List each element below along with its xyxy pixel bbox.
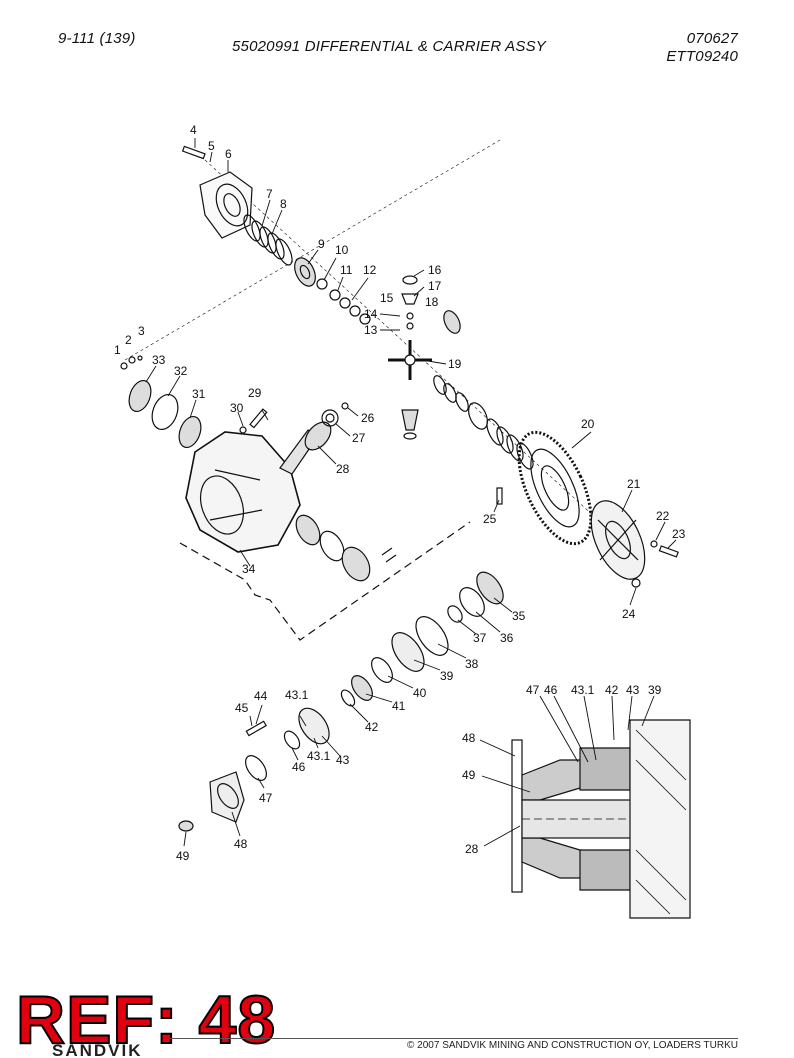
callout-26: 26 (361, 411, 375, 425)
callout-7: 7 (266, 187, 273, 201)
carrier-housing-34 (185, 431, 301, 553)
section-callout-49: 49 (462, 768, 476, 782)
callout-41: 41 (392, 699, 406, 713)
page-title: 55020991 DIFFERENTIAL & CARRIER ASSY (232, 38, 546, 55)
spider-19 (388, 340, 432, 380)
side-gear-right (443, 310, 461, 334)
callout-3: 3 (138, 324, 145, 338)
pinion-center-line (124, 139, 501, 361)
callout-27: 27 (352, 431, 366, 445)
section-callout-28: 28 (465, 842, 479, 856)
shim-stack-7-8 (243, 214, 293, 266)
callout-43-1-lower: 43.1 (307, 749, 331, 763)
callout-13: 13 (364, 323, 378, 337)
bolts-29-30 (239, 408, 268, 434)
callout-16: 16 (428, 263, 442, 277)
callout-30: 30 (230, 401, 244, 415)
callout-20: 20 (581, 417, 595, 431)
callout-40: 40 (413, 686, 427, 700)
callout-43: 43 (336, 753, 350, 767)
section-callout-labels: 47 46 43.1 42 43 39 48 49 28 (462, 683, 662, 856)
bearings-31-33 (120, 355, 202, 449)
callout-33: 33 (152, 353, 166, 367)
side-pinion-lower (401, 409, 419, 440)
callout-42: 42 (365, 720, 379, 734)
section-callout-39: 39 (648, 683, 662, 697)
callout-39: 39 (440, 669, 454, 683)
section-callout-43-1: 43.1 (571, 683, 595, 697)
callout-37: 37 (473, 631, 487, 645)
callout-10: 10 (335, 243, 349, 257)
callout-35: 35 (512, 609, 526, 623)
callout-17: 17 (428, 279, 442, 293)
side-pinion-16-18 (401, 275, 419, 330)
leader-lines (145, 138, 677, 847)
callout-25: 25 (483, 512, 497, 526)
callout-5: 5 (208, 139, 215, 153)
bearing-27 (321, 402, 349, 427)
callout-9: 9 (318, 237, 325, 251)
callout-34: 34 (242, 562, 256, 576)
callout-22: 22 (656, 509, 670, 523)
callout-44: 44 (254, 689, 268, 703)
copyright-notice: © 2007 SANDVIK MINING AND CONSTRUCTION O… (407, 1040, 738, 1051)
callout-2: 2 (125, 333, 132, 347)
callout-29: 29 (248, 386, 262, 400)
bolts-22-25 (496, 487, 679, 588)
axle-center-line (204, 159, 621, 541)
thrust-washer-set (433, 375, 534, 470)
brand-logo-fragment: SANDVIK (52, 1042, 143, 1056)
section-callout-42: 42 (605, 683, 619, 697)
document-code-top: 070627 (686, 30, 738, 47)
callout-32: 32 (174, 364, 188, 378)
callout-45: 45 (235, 701, 249, 715)
callout-12: 12 (363, 263, 377, 277)
document-code-bottom: ETT09240 (666, 48, 738, 65)
callout-38: 38 (465, 657, 479, 671)
footer-divider (170, 1038, 738, 1039)
callout-24: 24 (622, 607, 636, 621)
bearing-cap-6 (199, 171, 253, 239)
callout-49: 49 (176, 849, 190, 863)
callout-48: 48 (234, 837, 248, 851)
reference-stamp: REF: 48 (15, 982, 277, 1058)
callout-43-1-upper: 43.1 (285, 688, 309, 702)
page-number: 9-111 (139) (58, 30, 136, 47)
pinion-bearing-stack (295, 514, 397, 582)
callout-6: 6 (225, 147, 232, 161)
callout-1: 1 (114, 343, 121, 357)
section-callout-46: 46 (544, 683, 558, 697)
callout-4: 4 (190, 123, 197, 137)
callout-47: 47 (259, 791, 273, 805)
callout-14: 14 (364, 307, 378, 321)
callout-46: 46 (292, 760, 306, 774)
callout-labels: 4 5 6 7 8 9 10 11 12 13 14 15 16 17 18 1… (114, 123, 686, 863)
output-flange-assembly (178, 707, 330, 832)
callout-36: 36 (500, 631, 514, 645)
section-callout-48: 48 (462, 731, 476, 745)
callout-19: 19 (448, 357, 462, 371)
callout-11: 11 (340, 263, 353, 277)
section-view-flange (511, 719, 691, 919)
differential-case-21 (590, 500, 646, 580)
ring-gear-20 (517, 430, 593, 546)
callout-8: 8 (280, 197, 287, 211)
input-flange-chain (340, 571, 504, 707)
callout-28: 28 (336, 462, 350, 476)
callout-15: 15 (380, 291, 394, 305)
bolt-4 (181, 145, 206, 160)
callout-31: 31 (192, 387, 206, 401)
section-callout-47: 47 (526, 683, 540, 697)
drive-pinion-28 (279, 421, 332, 475)
washer-set-10-12 (316, 278, 371, 325)
callout-21: 21 (627, 477, 641, 491)
callout-23: 23 (672, 527, 686, 541)
callout-18: 18 (425, 295, 439, 309)
bearing-9 (294, 257, 316, 287)
section-callout-43: 43 (626, 683, 640, 697)
